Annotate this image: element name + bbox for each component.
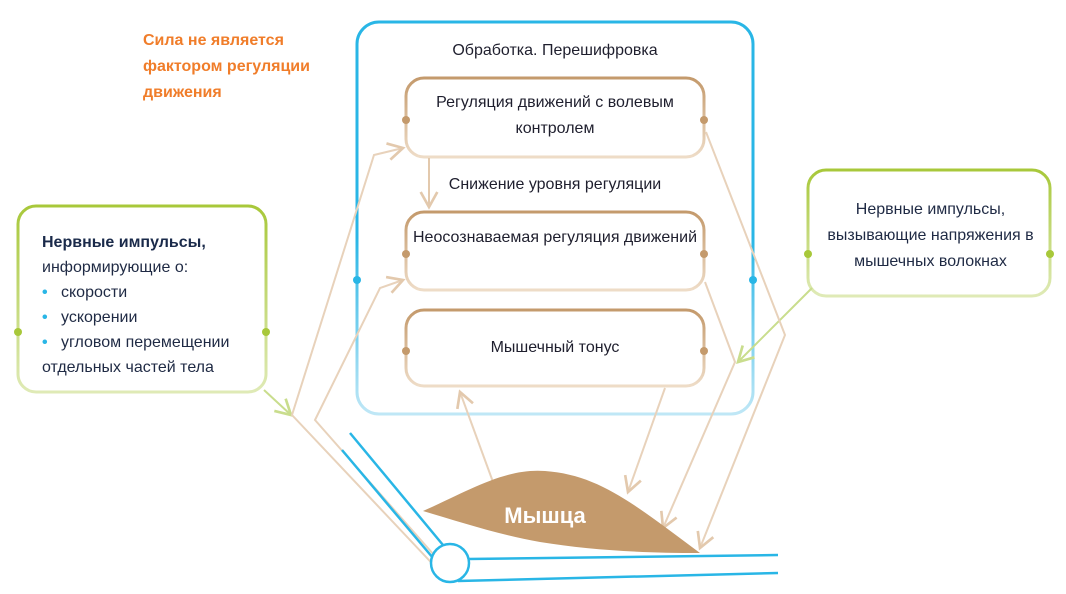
list-item-label: ускорении [61, 309, 138, 326]
left-panel-frame [16, 204, 268, 394]
muscle-label: Мышца [504, 503, 586, 528]
bone-lower-b [457, 571, 779, 583]
list-item: • угловом перемещении [42, 330, 267, 355]
efferent-path-unconscious [659, 281, 737, 531]
afferent-path-outer [290, 142, 444, 576]
list-item: • ускорении [42, 305, 267, 330]
joint-circle [429, 542, 471, 584]
bullet-icon: • [42, 309, 48, 326]
unconscious-label: Неосознаваемая регуляция движений [412, 229, 698, 246]
left-panel-title: Нервные импульсы, [42, 234, 206, 251]
left-panel-pointer [263, 389, 294, 417]
list-item-label: скорости [61, 284, 128, 301]
tone-label: Мышечный тонус [490, 339, 620, 356]
lowering-label: Снижение уровня регуляции [448, 176, 662, 193]
right-panel-text: Нервные импульсы, вызывающие напряжения … [827, 201, 1034, 270]
left-panel-subtitle: информирующие о: [42, 259, 189, 276]
right-panel-pointer [736, 287, 813, 364]
bullet-icon: • [42, 284, 48, 301]
bone-upper-a [349, 432, 444, 546]
unconscious-box-left-dot [402, 250, 410, 258]
muscle-to-tone-arrow [456, 389, 494, 483]
left-panel: Нервные импульсы, информирующие о: • скор… [42, 230, 267, 380]
right-panel-frame [806, 168, 1052, 298]
voluntary-box-left-dot [402, 116, 410, 124]
efferent-path-voluntary [696, 131, 787, 551]
processing-frame [355, 20, 755, 416]
left-panel-tail: отдельных частей тела [42, 359, 214, 376]
bone-upper-b [341, 449, 434, 559]
left-panel-list: • скорости • ускорении • угловом перемещени… [42, 280, 267, 355]
processing-frame-right-dot [749, 276, 757, 284]
right-panel-right-dot [1046, 250, 1054, 258]
unconscious-box [404, 210, 706, 292]
left-panel-right-dot [262, 328, 270, 336]
processing-frame-left-dot [353, 276, 361, 284]
bone-lower-a [467, 553, 779, 561]
tone-box-left-dot [402, 347, 410, 355]
muscle-shape [423, 470, 700, 553]
list-item: • скорости [42, 280, 267, 305]
voluntary-label: Регуляция движений с волевым контролем [436, 94, 674, 137]
tone-box-right-dot [700, 347, 708, 355]
force-note: Сила не является фактором регуляции движ… [143, 32, 310, 101]
right-panel-left-dot [804, 250, 812, 258]
left-panel-left-dot [14, 328, 22, 336]
efferent-path-tone [623, 387, 666, 495]
list-item-label: угловом перемещении [61, 334, 230, 351]
voluntary-box-right-dot [700, 116, 708, 124]
processing-title: Обработка. Перешифровка [452, 42, 658, 59]
unconscious-box-right-dot [700, 250, 708, 258]
bullet-icon: • [42, 334, 48, 351]
